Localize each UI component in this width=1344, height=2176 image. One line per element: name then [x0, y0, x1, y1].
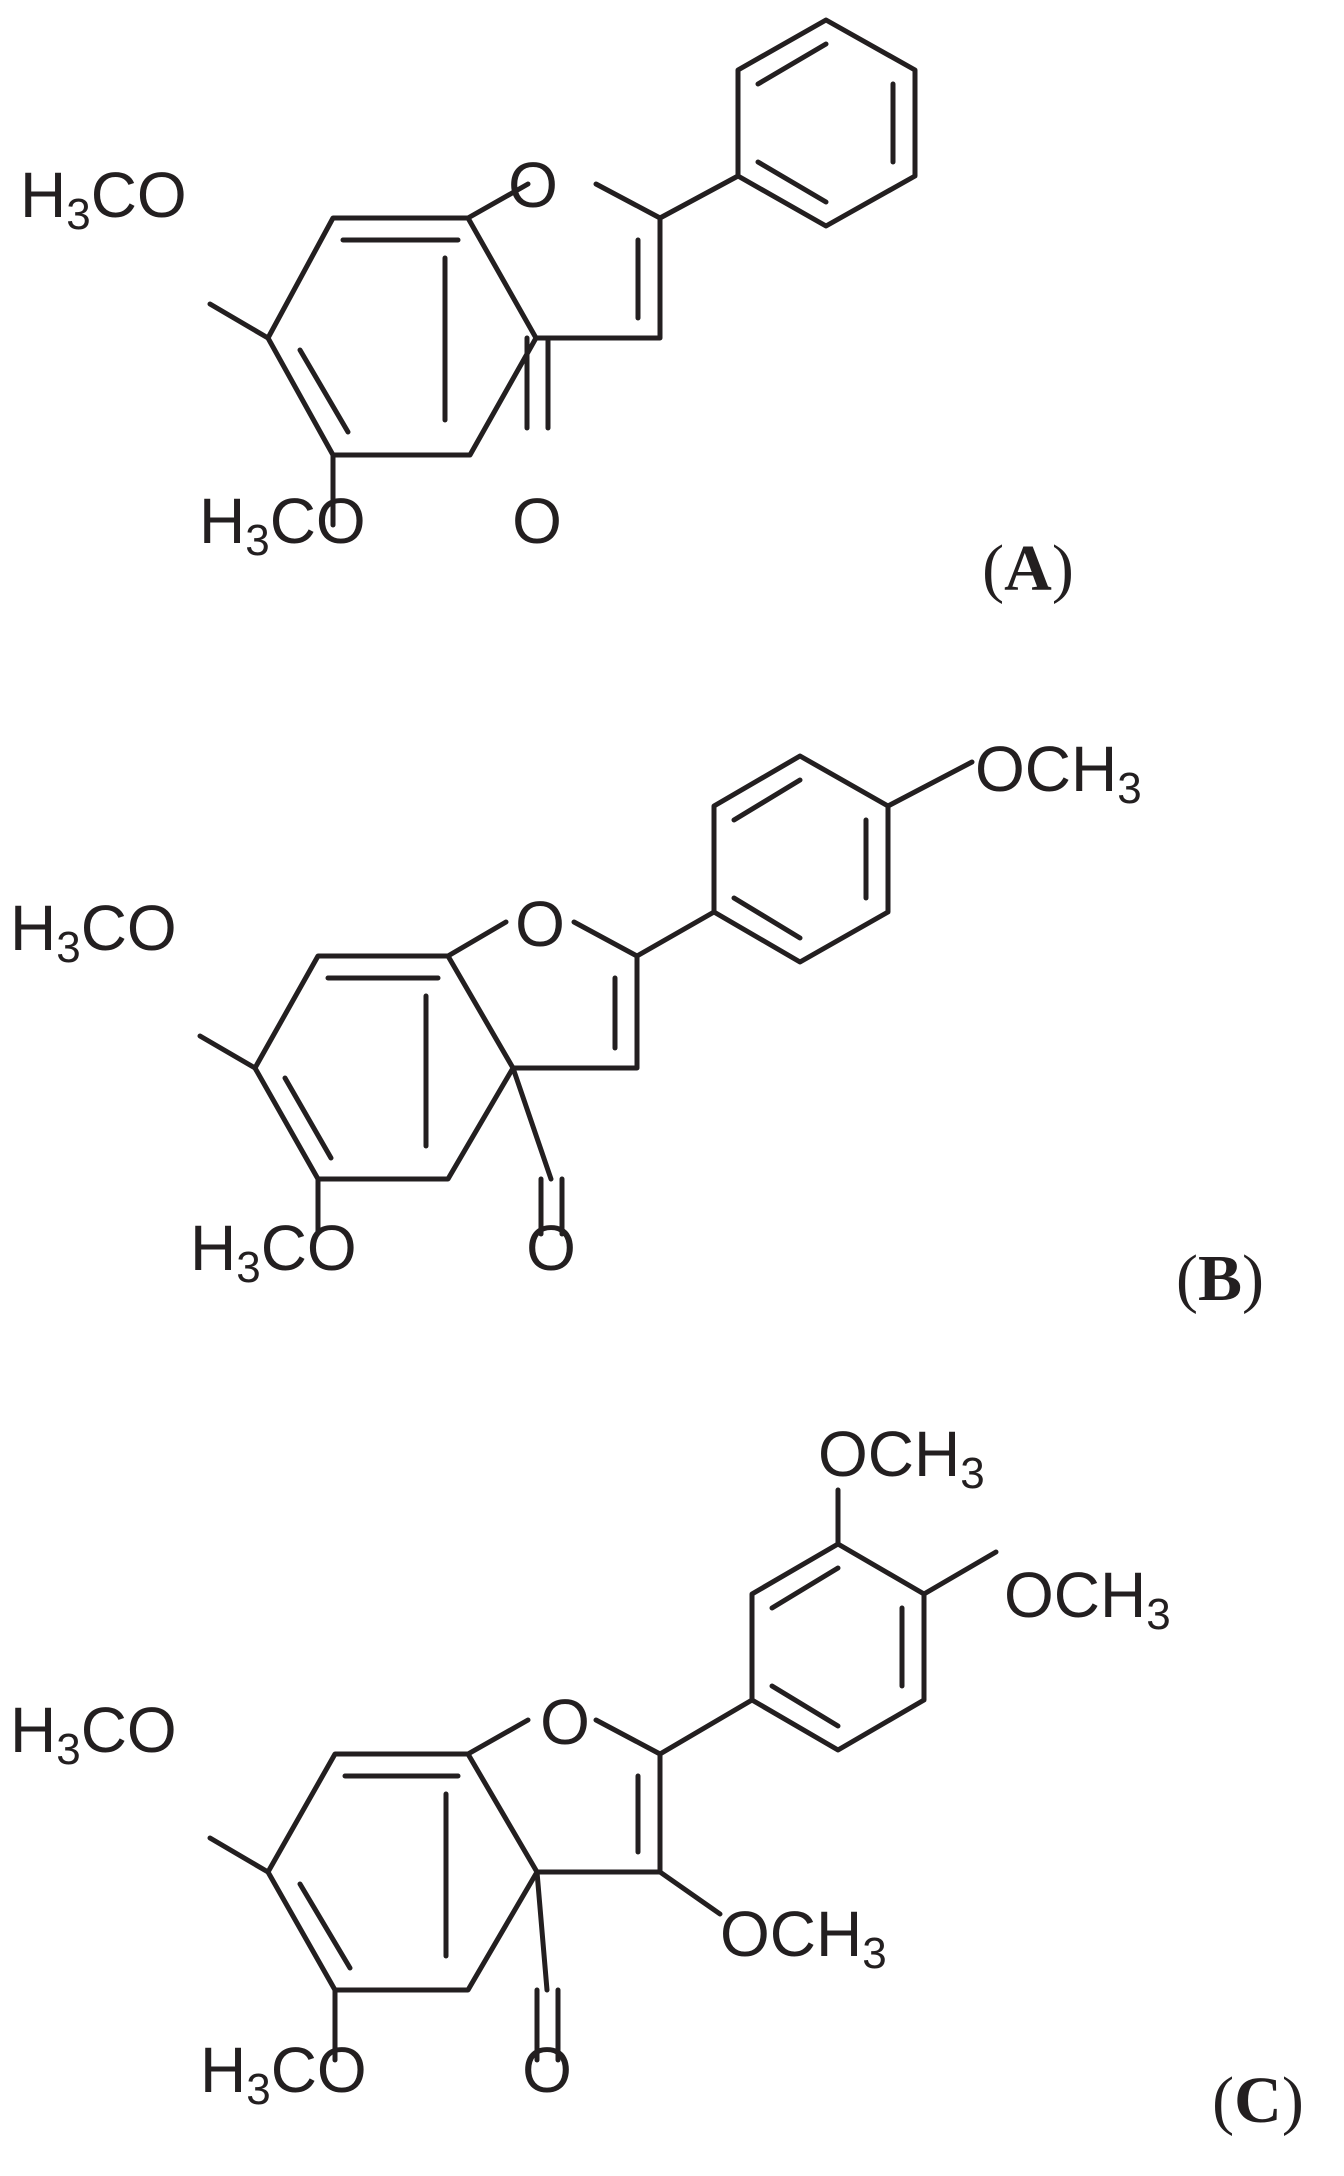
structure-b-bonds	[197, 753, 975, 1237]
panel-label-b: (B)	[1176, 1242, 1264, 1315]
c-benzo-double-3	[297, 1881, 353, 1971]
a-carbonyl-oxygen: O	[512, 485, 562, 557]
a-phenyl-double-3	[755, 159, 829, 205]
c-c4p-link	[921, 1549, 999, 1597]
c-c4p-methoxy: OCH3	[1004, 1559, 1171, 1639]
structure-a: H3CO O H3CO O (A)	[20, 17, 1074, 605]
a-pyrone-ring	[465, 181, 663, 341]
b-ring-oxygen: O	[515, 888, 565, 960]
b-carbonyl-oxygen: O	[526, 1212, 576, 1284]
a-c7-link	[207, 301, 271, 341]
c-carbonyl-carbon	[534, 1869, 550, 1993]
a-c7-methoxy: H3CO	[20, 159, 187, 239]
b-benzo-double-3	[282, 1075, 334, 1161]
c-phenyl-double-1	[769, 1565, 841, 1611]
b-phenyl-ring	[711, 753, 891, 965]
b-phenyl-link	[634, 909, 717, 959]
b-phenyl-double-3	[731, 895, 803, 941]
b-c4p-link	[885, 759, 975, 809]
panel-label-c: (C)	[1212, 2064, 1304, 2137]
a-phenyl-ring	[735, 17, 918, 229]
a-ring-oxygen: O	[508, 149, 558, 221]
a-phenyl-double-1	[755, 41, 829, 87]
c-phenyl-double-3	[769, 1683, 841, 1729]
b-carbonyl-carbon	[510, 1065, 554, 1182]
structure-c: H3CO O H3CO O OCH3 OCH3 OCH3 (C)	[10, 1418, 1304, 2137]
panel-label-a: (A)	[982, 532, 1074, 605]
c-c3p-methoxy: OCH3	[818, 1418, 985, 1498]
c-pyrone-ring	[465, 1717, 663, 1875]
b-benzo-ring	[252, 953, 516, 1182]
c-carbonyl-oxygen: O	[522, 2034, 572, 2106]
c-benzo-ring	[265, 1751, 540, 1993]
a-phenyl-link	[657, 173, 741, 221]
a-benzo-double-3	[297, 347, 351, 435]
structure-b: H3CO O H3CO O OCH3 (B)	[10, 733, 1264, 1315]
c-phenyl-link	[657, 1697, 755, 1757]
c-c7-link	[207, 1835, 271, 1875]
c-c5-methoxy: H3CO	[200, 2034, 367, 2114]
a-benzo-ring	[265, 215, 539, 458]
b-c4p-methoxy: OCH3	[975, 733, 1142, 813]
structure-c-bonds	[207, 1487, 999, 2063]
c-phenyl-ring	[749, 1541, 927, 1753]
b-pyrone-ring	[445, 919, 640, 1071]
structure-a-bonds	[207, 17, 918, 528]
c-c3-methoxy: OCH3	[720, 1898, 887, 1978]
b-c5-methoxy: H3CO	[190, 1212, 357, 1292]
b-c7-methoxy: H3CO	[10, 892, 177, 972]
b-phenyl-double-1	[731, 777, 803, 823]
c-c7-methoxy: H3CO	[10, 1694, 177, 1774]
a-c5-methoxy: H3CO	[199, 485, 366, 565]
c-c3-link	[657, 1869, 723, 1917]
c-ring-oxygen: O	[540, 1686, 590, 1758]
b-c7-link	[197, 1033, 258, 1071]
